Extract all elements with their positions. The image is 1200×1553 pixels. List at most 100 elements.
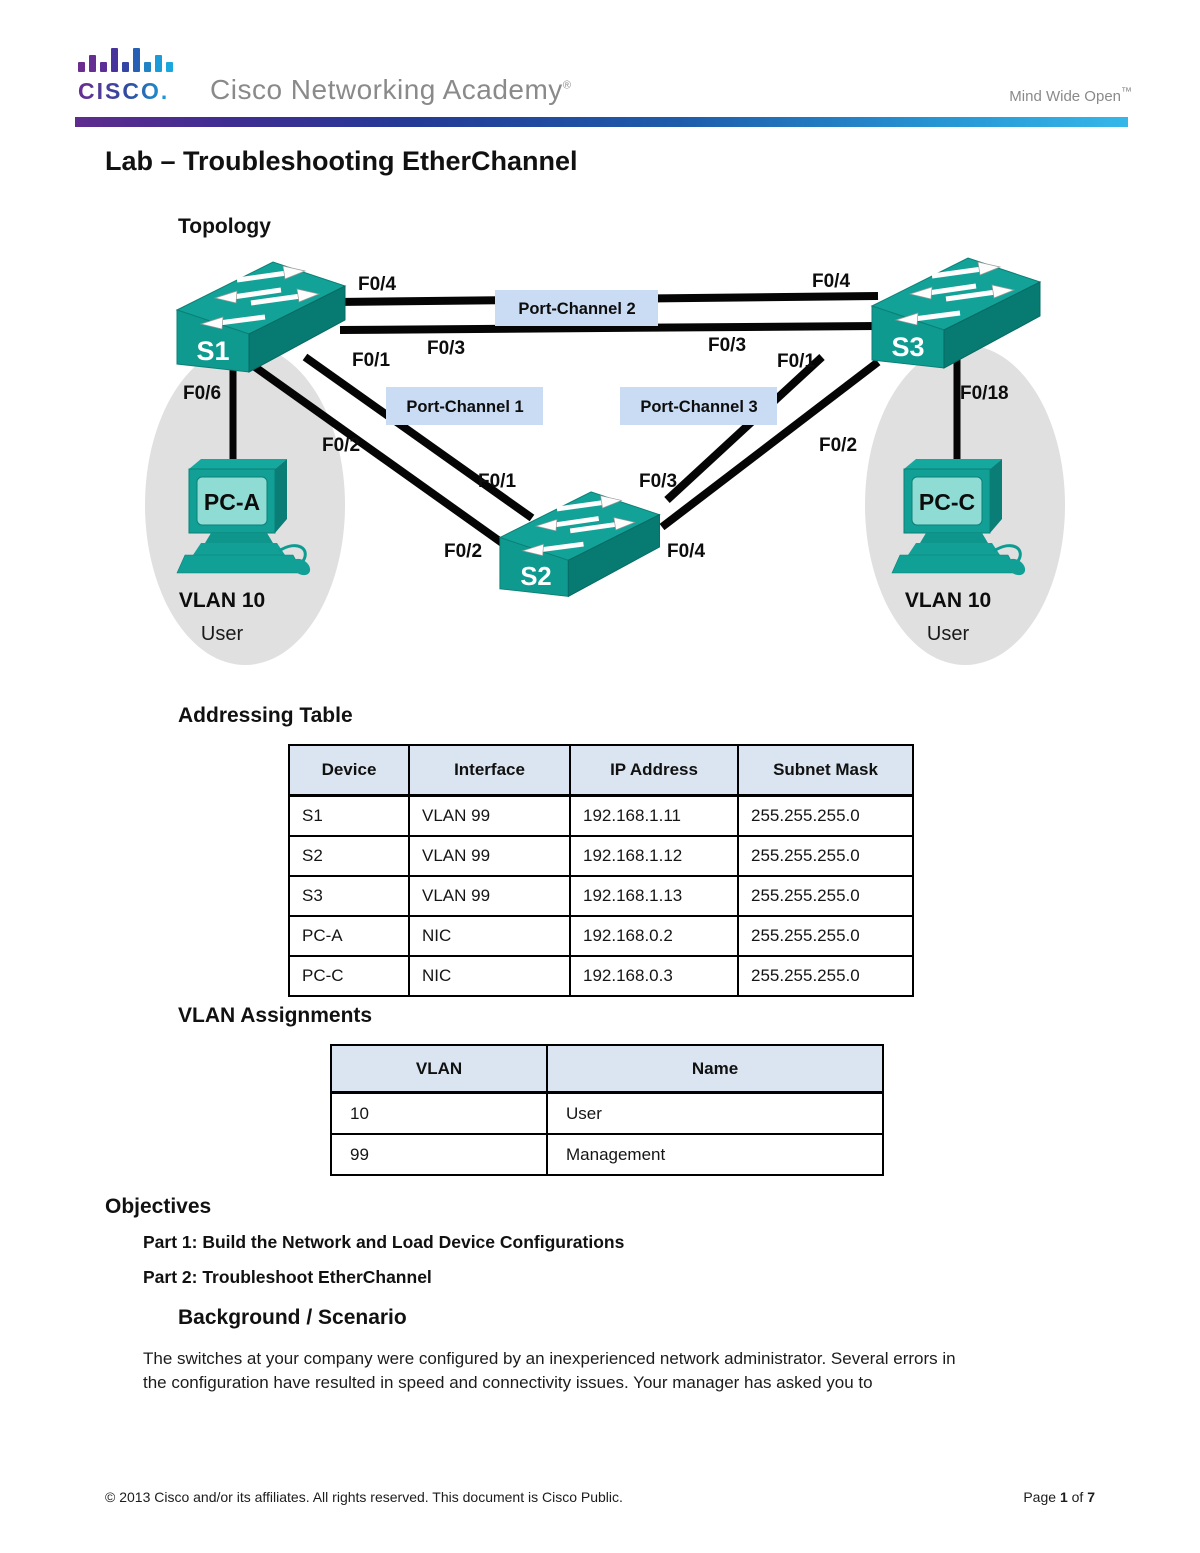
table-cell: PC-C bbox=[288, 955, 410, 997]
pc-a: PC-A bbox=[176, 459, 311, 576]
port-label-s1-f04: F0/4 bbox=[358, 274, 396, 295]
column-header: Device bbox=[288, 744, 410, 797]
column-header: VLAN bbox=[330, 1044, 548, 1094]
table-cell: 192.168.1.13 bbox=[569, 875, 739, 917]
table-cell: S2 bbox=[288, 835, 410, 877]
link-s1-s2-a bbox=[245, 358, 508, 549]
monitor-top-face bbox=[904, 459, 1002, 469]
page-total: 7 bbox=[1087, 1489, 1095, 1505]
table-cell: User bbox=[546, 1091, 884, 1135]
port-label-pcc-f018: F0/18 bbox=[960, 383, 1009, 404]
objective-part-2: Part 2: Troubleshoot EtherChannel bbox=[143, 1267, 432, 1287]
port-label-s2-f04: F0/4 bbox=[667, 541, 705, 562]
port-channel-1-callout: Port-Channel 1 bbox=[386, 387, 543, 425]
switch-arrows-icon bbox=[199, 265, 321, 330]
switch-side-face bbox=[943, 281, 1041, 369]
callout-box bbox=[620, 387, 777, 425]
mouse-cable bbox=[278, 544, 307, 562]
zone-left-vlan-label: VLAN 10 bbox=[179, 589, 265, 612]
pc-keyboard bbox=[891, 554, 1019, 574]
table-cell: 192.168.0.2 bbox=[569, 915, 739, 957]
header-divider-bar bbox=[75, 117, 1128, 127]
page-title: Lab – Troubleshooting EtherChannel bbox=[105, 146, 578, 176]
switch-s2-label: S2 bbox=[520, 563, 551, 591]
switch-side-face bbox=[248, 285, 346, 373]
switch-arrows-icon bbox=[521, 495, 636, 556]
academy-label: Cisco Networking Academy bbox=[210, 74, 563, 105]
link-s3-s2-b bbox=[664, 354, 825, 503]
topology-heading: Topology bbox=[178, 215, 271, 238]
cisco-logo-bars-icon bbox=[78, 46, 173, 72]
port-label-s3-f01: F0/1 bbox=[777, 351, 815, 372]
port-label-s3-f02: F0/2 bbox=[819, 435, 857, 456]
switch-s2: S2 bbox=[498, 491, 661, 598]
column-header: Interface bbox=[408, 744, 571, 797]
pc-stand bbox=[205, 533, 273, 543]
pc-base bbox=[908, 543, 1000, 555]
table-cell: Management bbox=[546, 1133, 884, 1176]
zone-right-role-label: User bbox=[927, 623, 970, 645]
pc-base bbox=[193, 543, 285, 555]
objectives-heading: Objectives bbox=[105, 1195, 212, 1218]
topology-diagram: S1 S3 bbox=[100, 250, 1100, 690]
addressing-table-heading: Addressing Table bbox=[178, 704, 353, 727]
mouse-cable bbox=[993, 544, 1022, 562]
pc-c: PC-C bbox=[891, 459, 1026, 576]
port-channel-2-callout: Port-Channel 2 bbox=[495, 290, 658, 326]
switch-side-face bbox=[567, 513, 660, 598]
tagline-label: Mind Wide Open bbox=[1009, 88, 1121, 105]
zone-right-vlan-label: VLAN 10 bbox=[905, 589, 991, 612]
monitor-top-face bbox=[189, 459, 287, 469]
page-word: Page bbox=[1023, 1489, 1057, 1505]
table-header-row: Device Interface IP Address Subnet Mask bbox=[288, 744, 914, 797]
pc-a-label: PC-A bbox=[204, 489, 260, 515]
port-label-s2-f03: F0/3 bbox=[639, 471, 677, 492]
column-header: IP Address bbox=[569, 744, 739, 797]
academy-brand-text: Cisco Networking Academy® bbox=[210, 74, 571, 106]
link-s1-s2-b bbox=[302, 353, 535, 522]
footer-page-indicator: Page 1 of 7 bbox=[1023, 1489, 1095, 1505]
switch-arrows-icon bbox=[894, 261, 1016, 326]
of-word: of bbox=[1071, 1489, 1084, 1505]
column-header: Name bbox=[546, 1044, 884, 1094]
pc-stand bbox=[920, 533, 988, 543]
table-cell: 255.255.255.0 bbox=[737, 794, 914, 837]
table-cell: VLAN 99 bbox=[408, 794, 571, 837]
port-label-s3-f03: F0/3 bbox=[708, 335, 746, 356]
trademark-mark: ™ bbox=[1121, 86, 1132, 98]
background-heading: Background / Scenario bbox=[178, 1306, 407, 1329]
port-label-s3-f04: F0/4 bbox=[812, 271, 850, 292]
table-cell: VLAN 99 bbox=[408, 835, 571, 877]
table-cell: 255.255.255.0 bbox=[737, 915, 914, 957]
table-cell: PC-A bbox=[288, 915, 410, 957]
callout-box bbox=[495, 290, 658, 326]
cisco-wordmark: CISCO. bbox=[78, 78, 170, 104]
table-cell: 255.255.255.0 bbox=[737, 955, 914, 997]
addressing-table: Device Interface IP Address Subnet Mask … bbox=[288, 744, 914, 997]
switch-s3: S3 bbox=[870, 257, 1042, 369]
mouse-icon bbox=[291, 558, 311, 576]
port-label-s1-f01: F0/1 bbox=[352, 350, 390, 371]
table-cell: VLAN 99 bbox=[408, 875, 571, 917]
table-cell: 255.255.255.0 bbox=[737, 875, 914, 917]
mouse-icon bbox=[1006, 558, 1026, 576]
pc-keyboard bbox=[176, 554, 304, 574]
table-cell: S3 bbox=[288, 875, 410, 917]
table-cell: 192.168.0.3 bbox=[569, 955, 739, 997]
table-cell: NIC bbox=[408, 955, 571, 997]
table-header-row: VLAN Name bbox=[330, 1044, 884, 1094]
column-header: Subnet Mask bbox=[737, 744, 914, 797]
zone-left-role-label: User bbox=[201, 623, 244, 645]
table-cell: 192.168.1.11 bbox=[569, 794, 739, 837]
port-label-s2-f01: F0/1 bbox=[478, 471, 516, 492]
switch-s1-label: S1 bbox=[196, 336, 229, 366]
